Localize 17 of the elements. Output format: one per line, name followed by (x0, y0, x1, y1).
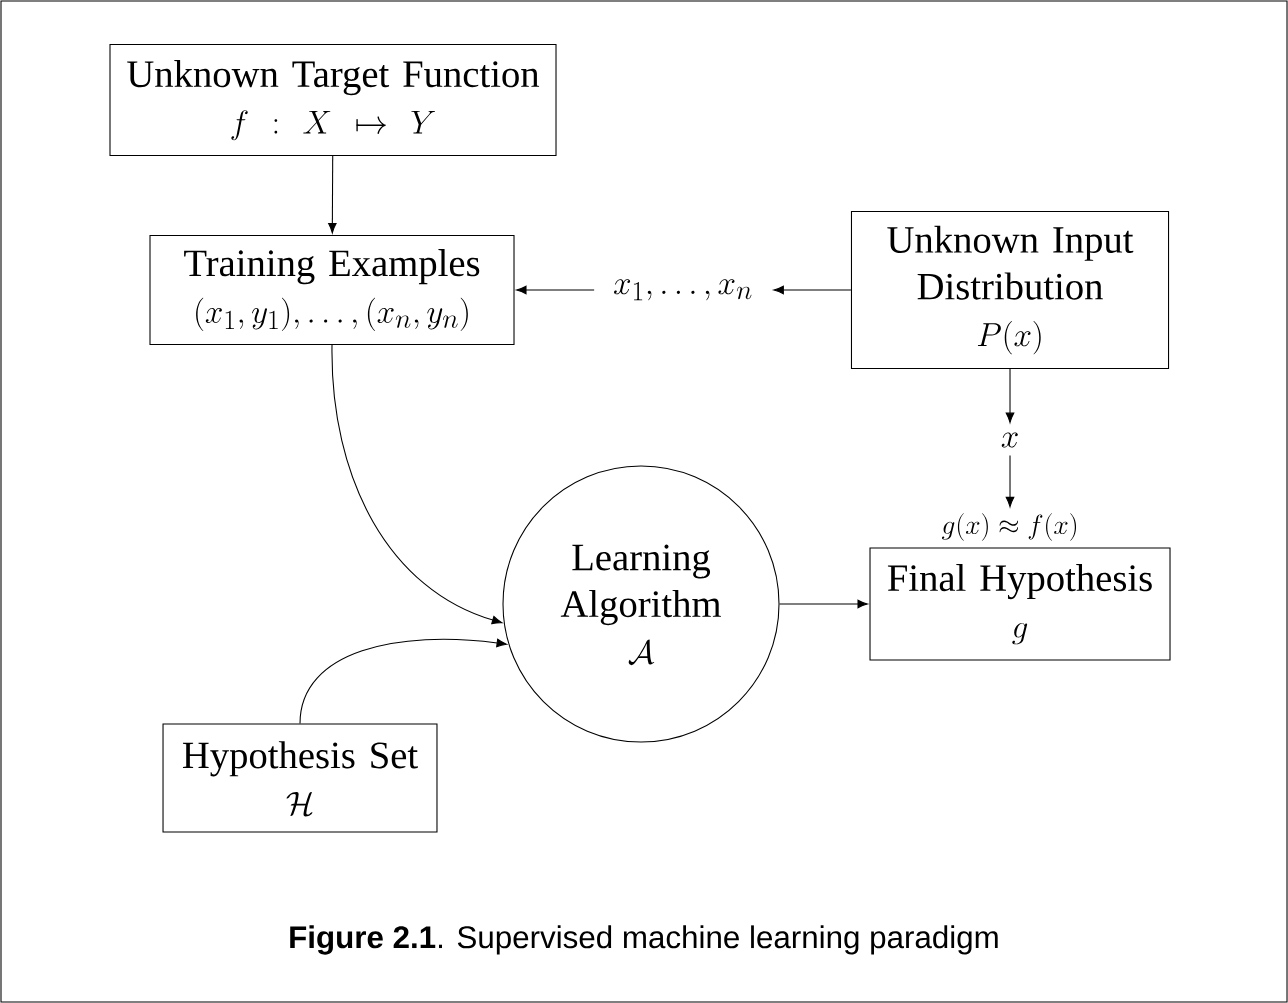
arrow (516, 285, 595, 295)
arrow (1005, 454, 1015, 508)
process-box: Training Examples $(x_1, y_1), \dots, (x_n, y_n)$ (149, 234, 515, 346)
process-box: Hypothesis Set $\mathcal{H}$ (162, 723, 438, 833)
arrow (299, 638, 507, 724)
process-box: Final Hypothesis $g$ (869, 547, 1171, 661)
process-box: Unknown Target Function $f: X \mapsto Y$ (109, 44, 557, 156)
math-label: $x$ (1001, 432, 1018, 448)
formula-label: $g(x) \approx f(x)$ (942, 513, 1077, 541)
arrow (328, 155, 337, 234)
arrow (1005, 368, 1015, 423)
arrow (779, 599, 868, 609)
arrow (331, 344, 503, 625)
process-box: Unknown Input Distribution $P(x)$ (850, 210, 1170, 370)
caption: Figure 2.1. Supervised machine learning paradigm (290, 925, 998, 955)
arrow (773, 285, 852, 295)
math-label: $x_1, \dots, x_n$ (614, 279, 752, 301)
